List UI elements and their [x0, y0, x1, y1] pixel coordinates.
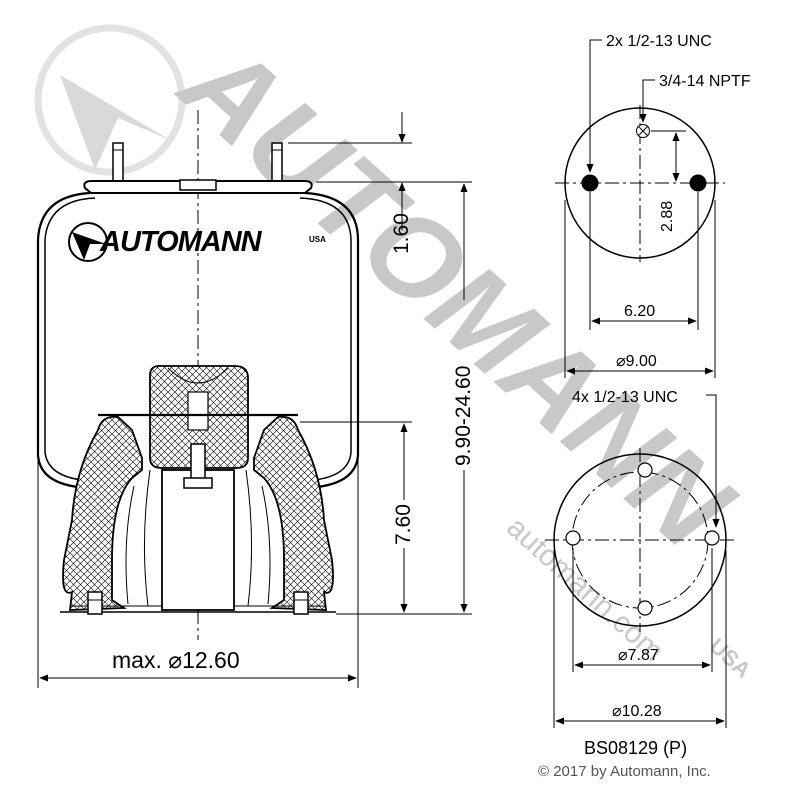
- bottom-hole-right: [704, 530, 720, 546]
- bottom-hole-top: [637, 462, 653, 478]
- part-number: BS08129 (P): [584, 738, 687, 758]
- dim-bottom-diameter: ⌀10.28: [612, 703, 662, 720]
- callout-bottom-holes: 4x 1/2-13 UNC: [572, 389, 678, 406]
- air-fitting-boss: [179, 179, 217, 191]
- center-bolt: [183, 443, 213, 489]
- dim-top-offset: 2.88: [659, 201, 676, 232]
- automann-logo: AUTOMANN USA: [68, 222, 326, 262]
- bottom-hole-bottom: [637, 600, 653, 616]
- dim-piston-height: 7.60: [392, 504, 415, 545]
- bottom-bolt-left: [87, 591, 103, 615]
- dim-bolt-circle: ⌀7.87: [618, 647, 659, 664]
- dim-top-height: 1.60: [390, 213, 413, 254]
- copyright: © 2017 by Automann, Inc.: [538, 763, 711, 780]
- piston-body: [62, 415, 143, 611]
- bottom-plan-view: 4x 1/2-13 UNC ⌀7.87 ⌀10.28: [545, 389, 735, 728]
- watermark-brand: AUTOMANN: [155, 14, 757, 575]
- top-plan-view: 2x 1/2-13 UNC 3/4-14 NPTF 2.88 6.20 ⌀9.0…: [555, 33, 751, 378]
- top-stud-hole-right: [689, 174, 707, 192]
- logo-arrow-icon: [68, 222, 108, 262]
- top-stud-hole-left: [581, 174, 599, 192]
- side-dimensions: 1.60 9.90-24.60 7.60 max. ⌀12.60: [37, 112, 475, 688]
- watermark-logo-icon: [34, 24, 186, 176]
- bellows-outline: [36, 191, 360, 490]
- bottom-bolt-right: [293, 591, 309, 615]
- air-fitting-icon: [636, 124, 650, 138]
- callout-top-studs: 2x 1/2-13 UNC: [606, 33, 712, 50]
- dim-max-diameter: max. ⌀12.60: [112, 647, 240, 673]
- callout-air-fitting: 3/4-14 NPTF: [659, 73, 751, 90]
- dim-top-diameter: ⌀9.00: [616, 353, 657, 370]
- logo-suffix: USA: [309, 235, 326, 244]
- piston-body-right: [253, 415, 334, 611]
- side-view: AUTOMANN USA: [36, 110, 360, 640]
- dim-height-range: 9.90-24.60: [452, 366, 475, 466]
- dim-top-bolt-spacing: 6.20: [624, 303, 655, 320]
- logo-brand: AUTOMANN: [99, 226, 263, 258]
- bottom-hole-left: [565, 530, 581, 546]
- piston-column: [161, 469, 235, 611]
